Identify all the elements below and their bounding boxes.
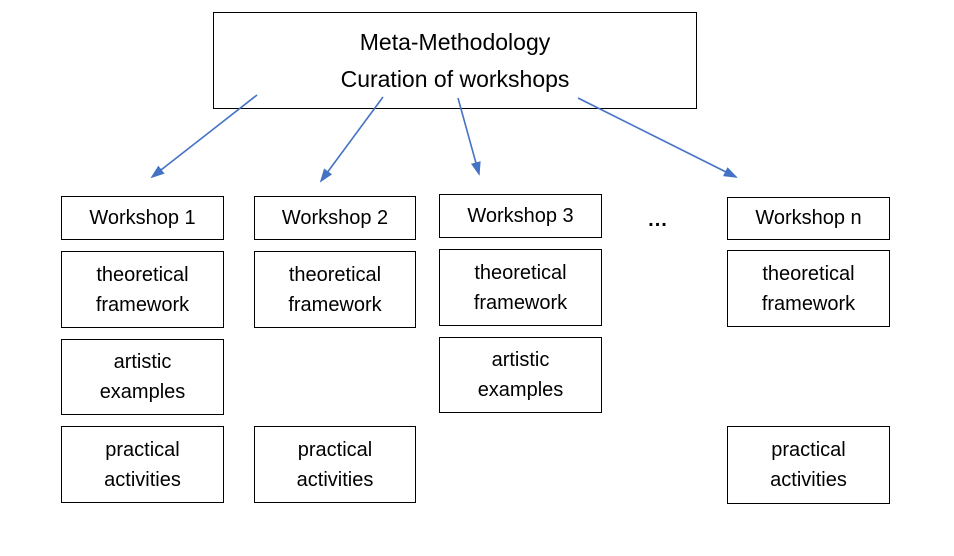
workshop-3-theoretical-framework-box: theoretical framework: [439, 249, 602, 326]
workshop-1-theoretical-label: theoretical framework: [95, 263, 190, 316]
workshop-n-header-box: Workshop n: [727, 197, 890, 240]
workshop-n-practical-activities-box: practical activities: [727, 426, 890, 504]
workshop-n-practical-label: practical activities: [770, 439, 847, 491]
workshop-1-practical-label: practical activities: [104, 438, 181, 491]
workshop-1-theoretical-framework-box: theoretical framework: [61, 251, 224, 328]
workshop-3-label: Workshop 3: [467, 204, 574, 227]
arrow-to-workshop-3: [457, 97, 481, 176]
workshop-3-artistic-examples-box: artistic examples: [439, 337, 602, 413]
title-line-1: Meta-Methodology: [359, 28, 551, 55]
workshop-3-header-box: Workshop 3: [439, 194, 602, 238]
workshop-1-practical-activities-box: practical activities: [61, 426, 224, 503]
more-workshops-ellipsis: ...: [648, 208, 668, 231]
meta-methodology-box: Meta-Methodology Curation of workshops: [213, 12, 697, 109]
arrow-to-workshop-n: [577, 97, 738, 178]
workshop-2-header-box: Workshop 2: [254, 196, 416, 240]
workshop-2-label: Workshop 2: [281, 206, 389, 229]
workshop-2-theoretical-label: theoretical framework: [288, 263, 382, 316]
workshop-1-label: Workshop 1: [89, 206, 196, 229]
workshop-1-artistic-label: artistic examples: [99, 351, 186, 403]
arrow-to-workshop-2: [319, 96, 384, 183]
workshop-1-header-box: Workshop 1: [61, 196, 224, 240]
workshop-n-theoretical-framework-box: theoretical framework: [727, 250, 890, 327]
workshop-2-theoretical-framework-box: theoretical framework: [254, 251, 416, 328]
workshop-n-theoretical-label: theoretical framework: [761, 262, 856, 315]
workshop-2-practical-label: practical activities: [296, 438, 374, 491]
title-line-2: Curation of workshops: [340, 65, 570, 92]
workshop-1-artistic-examples-box: artistic examples: [61, 339, 224, 415]
workshop-2-practical-activities-box: practical activities: [254, 426, 416, 503]
workshop-3-theoretical-label: theoretical framework: [473, 261, 568, 314]
workshop-3-artistic-label: artistic examples: [477, 349, 564, 401]
workshop-n-label: Workshop n: [755, 207, 862, 229]
